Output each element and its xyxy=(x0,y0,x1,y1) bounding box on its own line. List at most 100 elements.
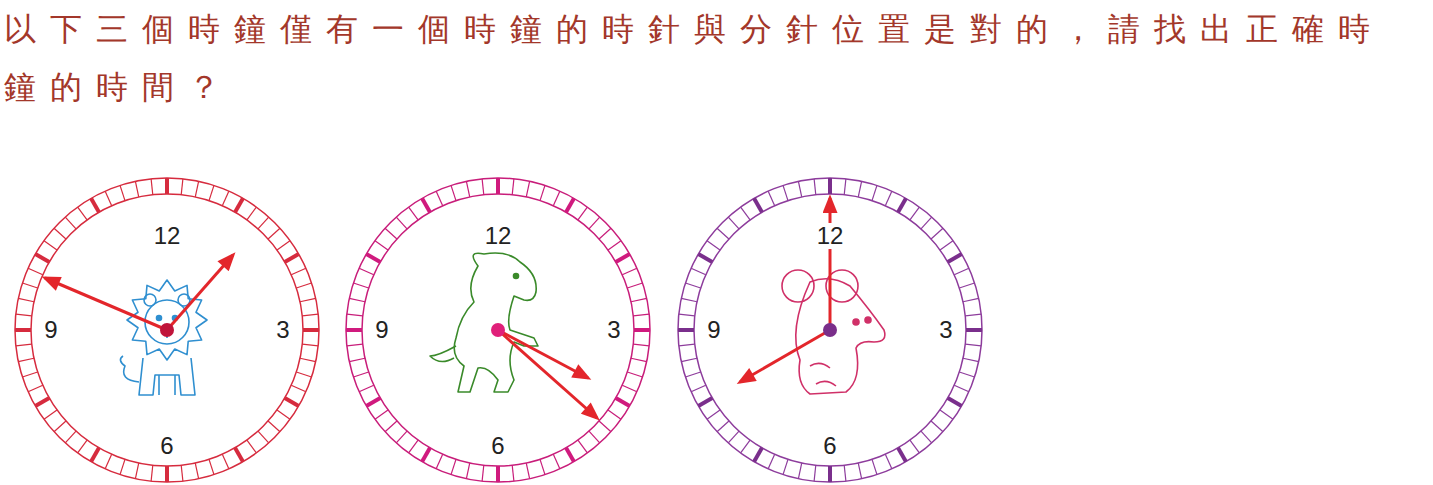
minute-tick xyxy=(451,459,456,474)
minute-tick xyxy=(291,268,306,275)
minute-tick xyxy=(844,179,846,195)
minute-tick xyxy=(181,465,183,481)
minute-tick xyxy=(268,421,280,432)
minute-tick xyxy=(451,185,456,200)
minute-tick xyxy=(754,198,762,212)
minute-tick xyxy=(277,241,290,250)
minute-tick xyxy=(858,181,861,197)
minute-tick xyxy=(566,198,574,212)
minute-tick xyxy=(302,314,318,316)
minute-tick xyxy=(954,385,969,392)
minute-tick xyxy=(258,431,269,443)
minute-tick xyxy=(18,358,34,361)
minute-tick xyxy=(931,228,943,239)
minute-tick xyxy=(209,459,214,474)
clock-number: 3 xyxy=(605,317,622,343)
minute-tick xyxy=(482,179,484,195)
minute-tick xyxy=(409,207,418,220)
minute-tick xyxy=(422,448,430,462)
minute-tick xyxy=(566,448,574,462)
minute-tick xyxy=(496,178,500,194)
minute-tick xyxy=(599,421,611,432)
minute-tick xyxy=(717,421,729,432)
minute-tick xyxy=(195,463,198,479)
clock-hand xyxy=(498,330,597,418)
outer-ring xyxy=(346,178,650,482)
minute-tick xyxy=(844,465,846,481)
minute-tick xyxy=(814,465,816,481)
minute-tick xyxy=(396,431,407,443)
minute-tick xyxy=(885,454,892,469)
minute-tick xyxy=(685,372,700,377)
minute-tick xyxy=(622,385,637,392)
minute-tick xyxy=(526,463,529,479)
minute-tick xyxy=(963,298,979,301)
minute-tick xyxy=(54,228,66,239)
clock-face: 12936 xyxy=(7,170,327,485)
minute-tick xyxy=(359,385,374,392)
minute-tick xyxy=(698,398,712,406)
inner-ring xyxy=(362,194,634,466)
minute-tick xyxy=(616,254,630,262)
minute-tick xyxy=(768,191,775,206)
minute-tick xyxy=(965,314,981,316)
minute-tick xyxy=(783,459,788,474)
minute-tick xyxy=(135,181,138,197)
minute-tick xyxy=(921,217,932,229)
minute-tick xyxy=(948,398,962,406)
minute-tick xyxy=(22,283,37,288)
mouse-figure xyxy=(782,270,885,394)
minute-tick xyxy=(633,314,649,316)
minute-tick xyxy=(599,228,611,239)
minute-tick xyxy=(578,440,587,453)
horse-figure xyxy=(430,253,538,392)
minute-tick xyxy=(633,344,649,346)
minute-tick xyxy=(783,185,788,200)
minute-tick xyxy=(814,179,816,195)
minute-tick xyxy=(347,314,363,316)
minute-tick xyxy=(105,191,112,206)
minute-tick xyxy=(858,463,861,479)
minute-tick xyxy=(512,465,514,481)
clock-number: 9 xyxy=(373,317,390,343)
minute-tick xyxy=(678,328,694,332)
minute-tick xyxy=(222,454,229,469)
minute-tick xyxy=(741,207,750,220)
minute-tick xyxy=(898,448,906,462)
clock-number: 12 xyxy=(152,223,183,249)
minute-tick xyxy=(921,431,932,443)
minute-tick xyxy=(526,181,529,197)
minute-tick xyxy=(303,328,319,332)
minute-tick xyxy=(151,465,153,481)
minute-tick xyxy=(44,241,57,250)
minute-tick xyxy=(35,398,49,406)
minute-tick xyxy=(349,358,365,361)
clock-hand xyxy=(829,198,832,330)
minute-tick xyxy=(346,328,362,332)
minute-tick xyxy=(15,328,31,332)
minute-tick xyxy=(300,298,316,301)
minute-tick xyxy=(910,207,919,220)
minute-tick xyxy=(966,328,982,332)
clock-face: 12936 xyxy=(338,170,658,485)
center-pivot xyxy=(823,323,837,337)
minute-tick xyxy=(349,298,365,301)
minute-tick xyxy=(608,410,621,419)
clock-number: 3 xyxy=(274,317,291,343)
minute-tick xyxy=(622,268,637,275)
clock-number: 6 xyxy=(158,433,175,459)
minute-tick xyxy=(948,254,962,262)
clock-face: 12936 xyxy=(670,170,990,485)
inner-ring xyxy=(31,194,303,466)
minute-tick xyxy=(496,466,500,482)
minute-tick xyxy=(631,298,647,301)
minute-tick xyxy=(940,241,953,250)
minute-tick xyxy=(165,466,169,482)
minute-tick xyxy=(482,465,484,481)
minute-tick xyxy=(296,283,311,288)
minute-tick xyxy=(422,198,430,212)
minute-tick xyxy=(385,228,397,239)
minute-tick xyxy=(347,344,363,346)
minute-tick xyxy=(466,463,469,479)
center-pivot xyxy=(160,323,174,337)
